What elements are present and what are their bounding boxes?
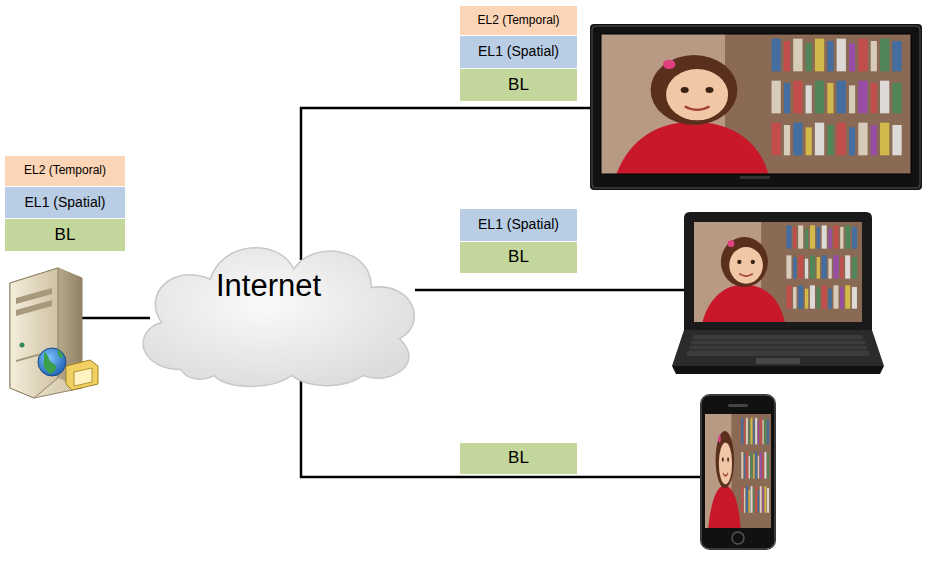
cloud-shape: Internet xyxy=(125,226,430,390)
cloud-label: Internet xyxy=(216,269,321,303)
base-layer-box: BL xyxy=(460,69,577,101)
layer-label: BL xyxy=(508,248,529,267)
layer-label: BL xyxy=(508,449,529,468)
enhancement-layer-box: EL2 (Temporal) xyxy=(460,6,577,35)
layer-label: EL2 (Temporal) xyxy=(24,164,106,177)
layer-label: BL xyxy=(508,76,529,95)
cloud-outline xyxy=(125,226,430,390)
layer-label: EL1 (Spatial) xyxy=(478,217,559,232)
layer-label: EL1 (Spatial) xyxy=(478,44,559,59)
enhancement-layer-box: EL1 (Spatial) xyxy=(5,187,125,218)
enhancement-layer-box: EL1 (Spatial) xyxy=(460,209,577,241)
enhancement-layer-box: EL2 (Temporal) xyxy=(5,156,125,186)
layer-label: EL2 (Temporal) xyxy=(477,14,559,27)
layer-label: EL1 (Spatial) xyxy=(25,195,106,210)
base-layer-box: BL xyxy=(460,443,577,474)
enhancement-layer-box: EL1 (Spatial) xyxy=(460,36,577,68)
base-layer-box: BL xyxy=(5,219,125,251)
base-layer-box: BL xyxy=(460,242,577,273)
layer-label: BL xyxy=(55,226,76,245)
